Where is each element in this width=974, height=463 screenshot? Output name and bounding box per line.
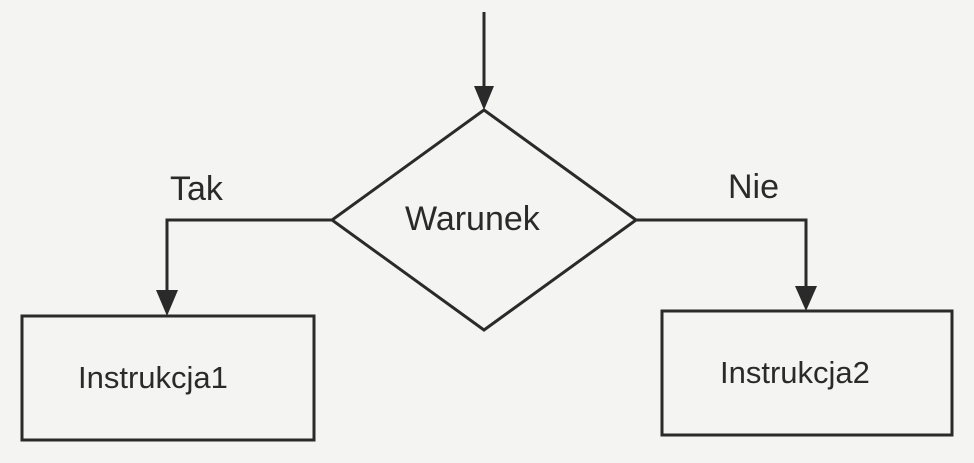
no-label: Nie [728, 168, 780, 206]
no-instruction-label: Instrukcja2 [720, 355, 870, 390]
decision-diamond [329, 108, 639, 332]
no-instruction-box [660, 309, 954, 437]
yes-instruction-box [20, 314, 316, 442]
yes-instruction-label: Instrukcja1 [78, 360, 228, 395]
yes-arrowhead-icon [156, 290, 178, 316]
no-arrowhead-icon [795, 286, 817, 311]
entry-arrowhead-icon [474, 86, 494, 110]
no-branch-line [636, 218, 808, 288]
condition-label: Warunek [405, 200, 540, 238]
yes-label: Tak [170, 170, 223, 208]
yes-branch-line [165, 218, 332, 292]
